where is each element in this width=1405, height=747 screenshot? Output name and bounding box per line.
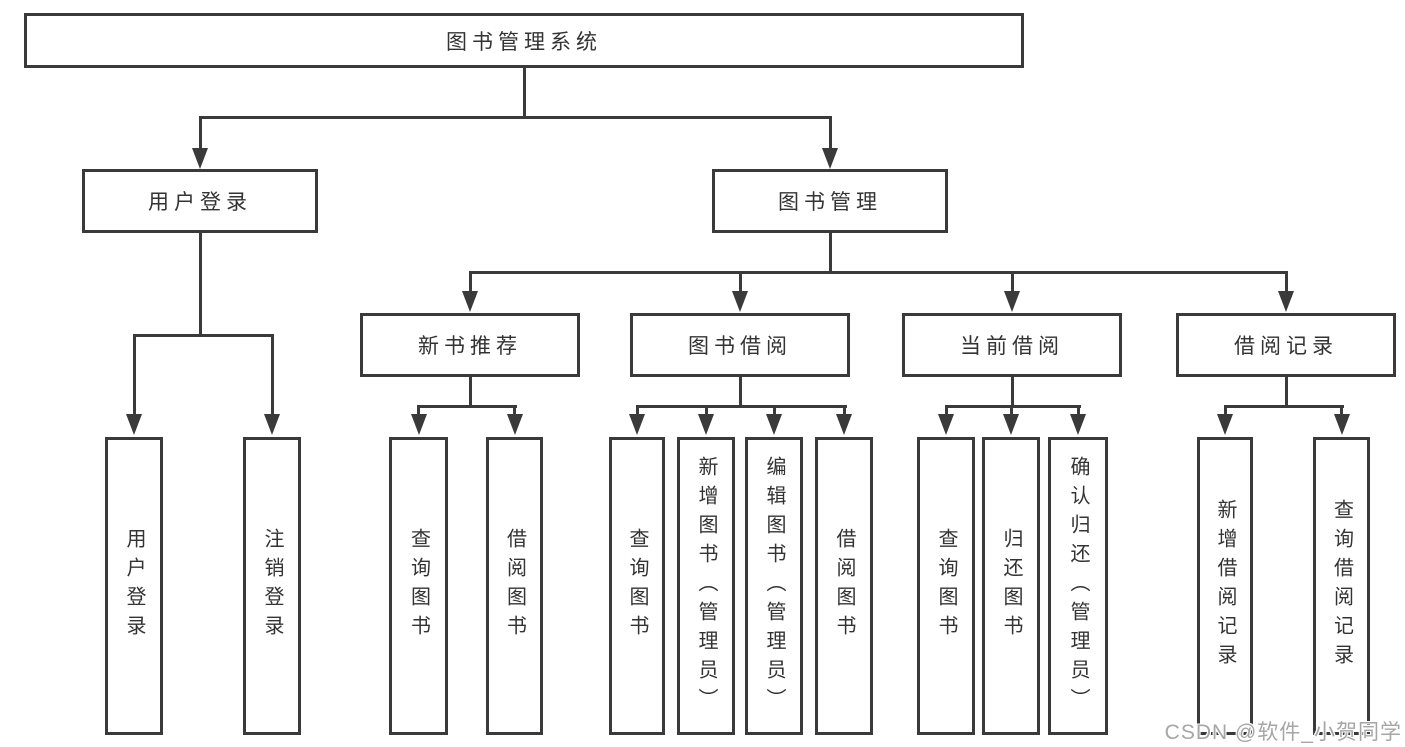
leaf-query-books-current-label: 查询图书 bbox=[935, 528, 957, 644]
connector-to-leaf-logout bbox=[270, 333, 274, 416]
arrow-leaf bbox=[1217, 414, 1233, 435]
node-new-book-recommend: 新书推荐 bbox=[360, 313, 580, 377]
connector-leaf bbox=[772, 404, 776, 417]
arrow-leaf bbox=[1070, 414, 1086, 435]
leaf-add-borrow-record-label: 新增借阅记录 bbox=[1214, 499, 1236, 673]
leaf-logout-label: 注销登录 bbox=[261, 528, 283, 644]
arrow-leaf bbox=[766, 414, 782, 435]
arrow-leaf bbox=[410, 414, 427, 435]
arrow-to-new-book bbox=[462, 291, 478, 312]
leaf-user-login: 用户登录 bbox=[105, 437, 163, 735]
leaf-borrow-books-label: 借阅图书 bbox=[833, 528, 855, 644]
node-book-borrow: 图书借阅 bbox=[630, 313, 850, 377]
connector-leaf bbox=[842, 404, 846, 417]
leaf-edit-books-admin-label: 编辑图书（管理员） bbox=[763, 455, 785, 717]
leaf-add-books-admin: 新增图书（管理员） bbox=[677, 437, 735, 735]
leaf-edit-books-admin: 编辑图书（管理员） bbox=[745, 437, 803, 735]
node-borrow-records: 借阅记录 bbox=[1176, 313, 1396, 377]
connector-borrow-records-stem bbox=[1284, 375, 1288, 406]
connector-to-book-management bbox=[828, 115, 832, 150]
node-user-login-label: 用户登录 bbox=[148, 191, 252, 214]
arrow-leaf bbox=[1003, 414, 1019, 435]
connector-user-login-stem bbox=[198, 231, 202, 335]
node-root: 图书管理系统 bbox=[24, 13, 1024, 68]
leaf-query-books-recommend: 查询图书 bbox=[389, 437, 448, 735]
leaf-add-books-admin-label: 新增图书（管理员） bbox=[695, 455, 717, 717]
connector-leaf bbox=[944, 404, 948, 417]
connector-leaf bbox=[1009, 404, 1013, 417]
leaf-query-books-recommend-label: 查询图书 bbox=[407, 528, 430, 644]
arrow-to-leaf-login bbox=[126, 414, 142, 435]
leaf-confirm-return-admin-label: 确认归还（管理员） bbox=[1067, 455, 1089, 717]
leaf-query-borrow-record-label: 查询借阅记录 bbox=[1330, 499, 1353, 673]
connector-to-book-borrow bbox=[738, 270, 742, 295]
node-book-borrow-label: 图书借阅 bbox=[688, 335, 792, 358]
arrow-to-book-borrow bbox=[732, 291, 748, 312]
leaf-borrow-books: 借阅图书 bbox=[815, 437, 873, 735]
leaf-return-books-label: 归还图书 bbox=[1000, 528, 1022, 644]
connector-current-borrow-branch bbox=[944, 404, 1081, 408]
arrow-to-user-login bbox=[192, 148, 208, 169]
leaf-return-books: 归还图书 bbox=[982, 437, 1040, 735]
arrow-leaf bbox=[836, 414, 852, 435]
connector-leaf bbox=[704, 404, 708, 417]
connector-leaf bbox=[635, 404, 639, 417]
connector-to-user-login bbox=[198, 115, 202, 150]
node-current-borrow: 当前借阅 bbox=[902, 313, 1122, 377]
arrow-to-leaf-logout bbox=[264, 414, 280, 435]
connector-new-book-stem bbox=[468, 375, 472, 406]
node-current-borrow-label: 当前借阅 bbox=[960, 335, 1064, 358]
connector-leaf bbox=[1340, 404, 1343, 417]
connector-root-branch bbox=[198, 115, 832, 119]
arrow-leaf bbox=[938, 414, 954, 435]
arrow-leaf bbox=[1333, 414, 1350, 435]
arrow-to-book-management bbox=[822, 148, 838, 169]
leaf-confirm-return-admin: 确认归还（管理员） bbox=[1048, 437, 1108, 735]
node-book-management: 图书管理 bbox=[712, 169, 948, 233]
connector-leaf bbox=[513, 404, 516, 417]
leaf-logout: 注销登录 bbox=[243, 437, 301, 735]
node-book-management-label: 图书管理 bbox=[778, 191, 882, 214]
node-new-book-recommend-label: 新书推荐 bbox=[418, 335, 522, 358]
node-borrow-records-label: 借阅记录 bbox=[1234, 335, 1338, 358]
leaf-query-books-borrow-label: 查询图书 bbox=[626, 528, 648, 644]
connector-new-book-branch bbox=[417, 404, 517, 408]
leaf-query-books-borrow: 查询图书 bbox=[609, 437, 665, 735]
arrow-leaf bbox=[698, 414, 714, 435]
leaf-query-borrow-record: 查询借阅记录 bbox=[1313, 437, 1370, 735]
arrow-leaf bbox=[629, 414, 645, 435]
connector-borrow-records-branch bbox=[1223, 404, 1344, 408]
leaf-user-login-label: 用户登录 bbox=[123, 528, 145, 644]
leaf-borrow-books-recommend-label: 借阅图书 bbox=[503, 528, 526, 644]
connector-book-borrow-branch bbox=[635, 404, 847, 408]
connector-book-borrow-stem bbox=[738, 375, 742, 406]
watermark: CSDN @软件_小贺同学 bbox=[1164, 721, 1402, 744]
arrow-leaf bbox=[506, 414, 523, 435]
connector-current-borrow-stem bbox=[1010, 375, 1014, 406]
arrow-to-current-borrow bbox=[1004, 291, 1020, 312]
connector-to-current-borrow bbox=[1010, 270, 1014, 295]
node-root-label: 图书管理系统 bbox=[446, 30, 602, 54]
connector-to-leaf-login bbox=[132, 333, 136, 416]
connector-user-login-branch bbox=[132, 333, 274, 337]
connector-leaf bbox=[1076, 404, 1080, 417]
connector-to-borrow-records bbox=[1284, 270, 1288, 295]
connector-to-new-book bbox=[468, 270, 472, 295]
leaf-query-books-current: 查询图书 bbox=[917, 437, 975, 735]
connector-leaf bbox=[1223, 404, 1227, 417]
arrow-to-borrow-records bbox=[1278, 291, 1294, 312]
connector-book-management-stem bbox=[828, 231, 832, 272]
connector-book-management-branch bbox=[468, 270, 1288, 274]
connector-leaf bbox=[417, 404, 420, 417]
leaf-add-borrow-record: 新增借阅记录 bbox=[1197, 437, 1253, 735]
node-user-login: 用户登录 bbox=[82, 169, 318, 233]
connector-root-stem bbox=[522, 66, 526, 117]
leaf-borrow-books-recommend: 借阅图书 bbox=[486, 437, 543, 735]
